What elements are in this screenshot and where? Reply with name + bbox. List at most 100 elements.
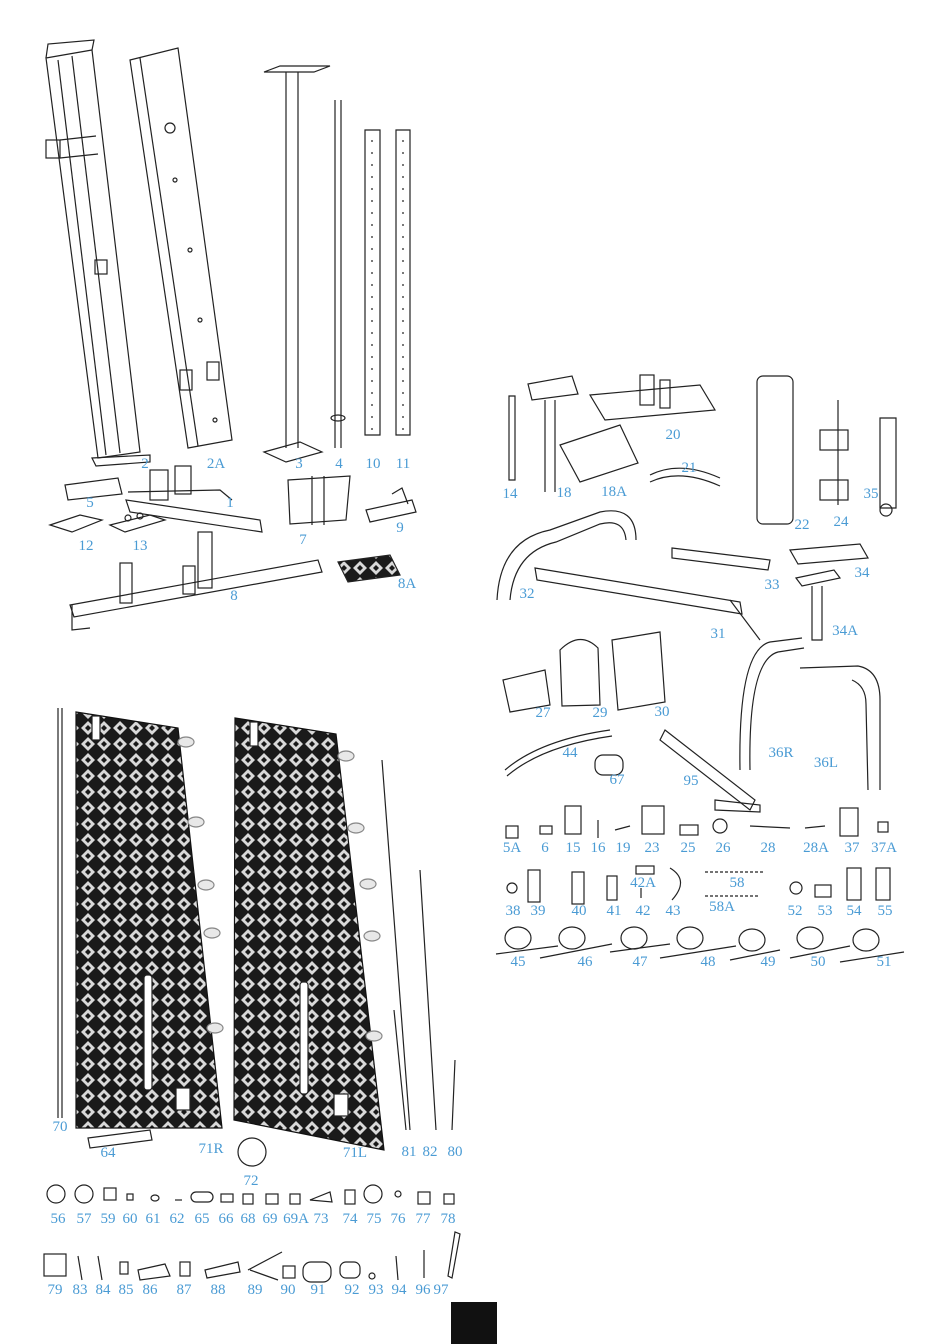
part-21: [649, 467, 721, 487]
part-30-pad: [611, 631, 666, 711]
label-93: 93: [368, 1282, 384, 1298]
part-35: [879, 417, 897, 517]
label-82: 82: [422, 1144, 438, 1160]
part-18: [527, 375, 579, 492]
small-parts-row2: [506, 865, 891, 905]
part-13: [108, 512, 167, 533]
part-67-roller: [594, 754, 624, 776]
part-20-frame: [588, 374, 717, 421]
part-71L-shroud: [233, 717, 385, 1151]
part-14-bar: [508, 395, 516, 481]
part-44-hose: [504, 729, 613, 777]
label-21: 21: [681, 460, 697, 476]
label-67: 67: [609, 772, 625, 788]
label-95: 95: [683, 773, 699, 789]
label-58A: 58A: [709, 899, 735, 915]
label-35: 35: [863, 486, 879, 502]
label-11: 11: [395, 456, 411, 472]
label-72: 72: [243, 1173, 259, 1189]
label-48: 48: [700, 954, 716, 970]
part-7-footplate: [287, 475, 351, 525]
label-79: 79: [47, 1282, 63, 1298]
label-94: 94: [391, 1282, 407, 1298]
label-27: 27: [535, 705, 551, 721]
label-52: 52: [787, 903, 803, 919]
label-18A: 18A: [601, 484, 627, 500]
label-23: 23: [644, 840, 660, 856]
label-7: 7: [299, 532, 307, 548]
label-59: 59: [100, 1211, 116, 1227]
rods-80-81-82: [381, 759, 456, 1131]
part-29-shroud: [559, 638, 601, 707]
part-9: [365, 487, 417, 523]
label-5: 5: [86, 495, 94, 511]
label-18: 18: [556, 485, 572, 501]
part-3-column: [262, 65, 331, 463]
label-33: 33: [764, 577, 780, 593]
label-37A: 37A: [871, 840, 897, 856]
label-78: 78: [440, 1211, 456, 1227]
part-32-arch: [496, 510, 637, 601]
label-38: 38: [505, 903, 521, 919]
label-32: 32: [519, 586, 535, 602]
label-1: 1: [226, 495, 234, 511]
label-80: 80: [447, 1144, 463, 1160]
label-24: 24: [833, 514, 849, 530]
label-89: 89: [247, 1282, 263, 1298]
label-26: 26: [715, 840, 731, 856]
label-8: 8: [230, 588, 238, 604]
part-1-base-frame: [125, 465, 263, 533]
label-55: 55: [877, 903, 893, 919]
label-83: 83: [72, 1282, 88, 1298]
part-27-pad: [502, 669, 551, 713]
label-42A: 42A: [630, 875, 656, 891]
small-parts-row1: [505, 805, 889, 839]
part-4-rod: [330, 100, 346, 448]
label-9: 9: [396, 520, 404, 536]
label-4: 4: [335, 456, 343, 472]
label-28A: 28A: [803, 840, 829, 856]
part-8-long-base: [69, 531, 323, 631]
label-13: 13: [132, 538, 148, 554]
label-5A: 5A: [502, 840, 522, 856]
label-70: 70: [52, 1119, 68, 1135]
label-29: 29: [592, 705, 608, 721]
label-37: 37: [844, 840, 860, 856]
label-36R: 36R: [768, 745, 794, 761]
label-60: 60: [122, 1211, 138, 1227]
label-88: 88: [210, 1282, 226, 1298]
part-24: [819, 400, 849, 505]
part-33: [671, 547, 771, 571]
label-30: 30: [654, 704, 670, 720]
label-16: 16: [590, 840, 606, 856]
part-11-tube: [395, 129, 411, 436]
label-12: 12: [78, 538, 94, 554]
label-8A: 8A: [397, 576, 417, 592]
label-86: 86: [142, 1282, 158, 1298]
part-31-bench-rail: [534, 567, 761, 641]
part-72-plate: [237, 1137, 267, 1167]
label-3: 3: [295, 456, 303, 472]
part-34A: [794, 569, 842, 641]
bottom-row1-parts: [46, 1184, 455, 1205]
label-34: 34: [854, 565, 870, 581]
label-61: 61: [145, 1211, 161, 1227]
label-2: 2: [141, 456, 149, 472]
label-76: 76: [390, 1211, 406, 1227]
label-81: 81: [401, 1144, 417, 1160]
label-19: 19: [615, 840, 631, 856]
label-92: 92: [344, 1282, 360, 1298]
part-10-tube: [364, 129, 381, 436]
label-62: 62: [169, 1211, 185, 1227]
part-70-rod: [57, 708, 63, 1118]
label-41: 41: [606, 903, 622, 919]
part-71R-shroud: [75, 711, 223, 1129]
part-5: [64, 477, 123, 501]
label-51: 51: [876, 954, 892, 970]
label-22: 22: [794, 517, 810, 533]
label-64: 64: [100, 1145, 116, 1161]
label-49: 49: [760, 954, 776, 970]
part-18A-pad: [559, 424, 639, 483]
part-22-backpad: [756, 375, 794, 525]
